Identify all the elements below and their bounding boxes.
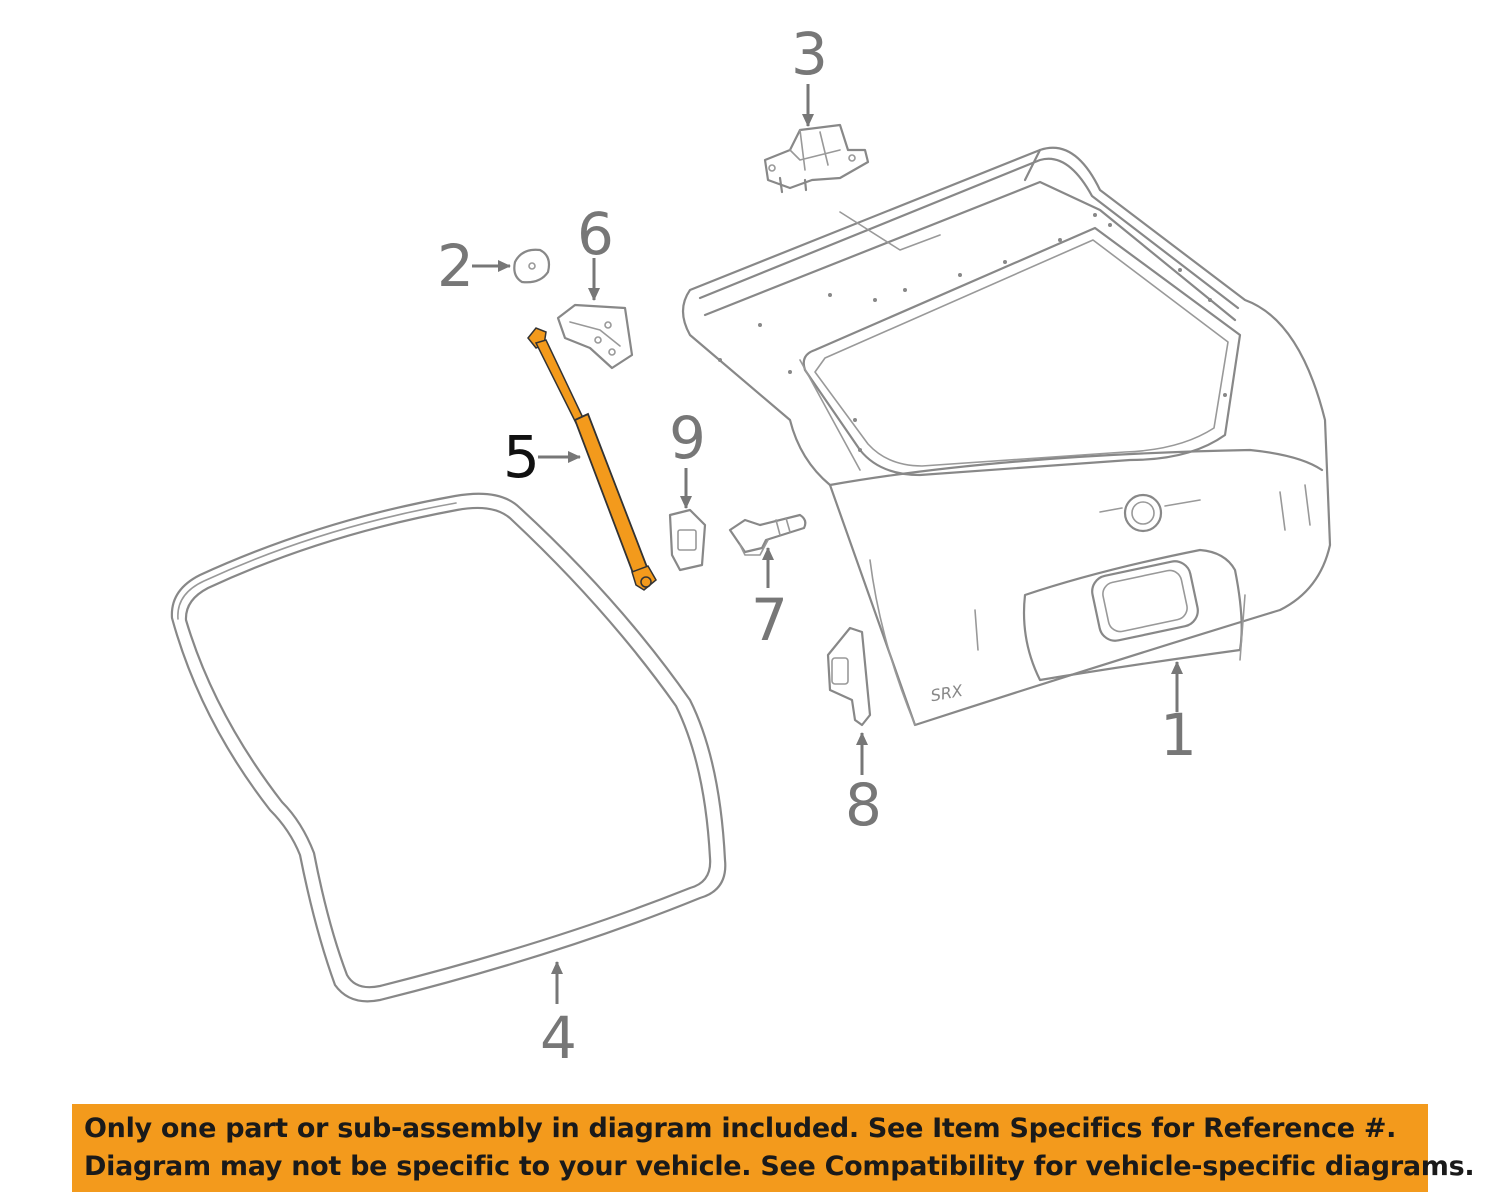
disclaimer-line-1: Only one part or sub-assembly in diagram… xyxy=(84,1113,1397,1144)
disclaimer-banner: Only one part or sub-assembly in diagram… xyxy=(72,1104,1475,1192)
callout-2: 2 xyxy=(437,232,511,300)
svg-text:4: 4 xyxy=(540,1004,577,1072)
srx-emblem: SRX xyxy=(929,681,965,705)
svg-text:8: 8 xyxy=(845,771,882,839)
disclaimer-line-2: Diagram may not be specific to your vehi… xyxy=(84,1151,1475,1182)
callout-1: 1 xyxy=(1160,661,1197,769)
stud-part xyxy=(728,513,807,556)
callout-7: 7 xyxy=(751,547,788,654)
svg-text:7: 7 xyxy=(751,586,788,654)
callout-4: 4 xyxy=(540,961,577,1072)
callout-6: 6 xyxy=(577,200,614,301)
svg-text:6: 6 xyxy=(577,200,614,268)
lift-support-strut-part xyxy=(527,327,657,591)
svg-text:5: 5 xyxy=(503,423,540,491)
hinge-part xyxy=(763,123,870,194)
striker-part xyxy=(826,626,872,727)
svg-text:2: 2 xyxy=(437,232,474,300)
callout-3: 3 xyxy=(791,20,828,127)
weatherstrip-part xyxy=(170,492,727,1003)
svg-text:1: 1 xyxy=(1160,701,1197,769)
svg-text:3: 3 xyxy=(791,20,828,88)
bumper-part xyxy=(513,248,551,284)
svg-text:9: 9 xyxy=(669,404,706,472)
callout-9: 9 xyxy=(669,404,706,509)
liftgate-part: SRX xyxy=(681,146,1332,727)
callout-5: 5 xyxy=(503,423,581,491)
latch-bracket-part xyxy=(668,508,707,572)
strut-bracket-part xyxy=(556,303,634,370)
callout-8: 8 xyxy=(845,732,882,839)
